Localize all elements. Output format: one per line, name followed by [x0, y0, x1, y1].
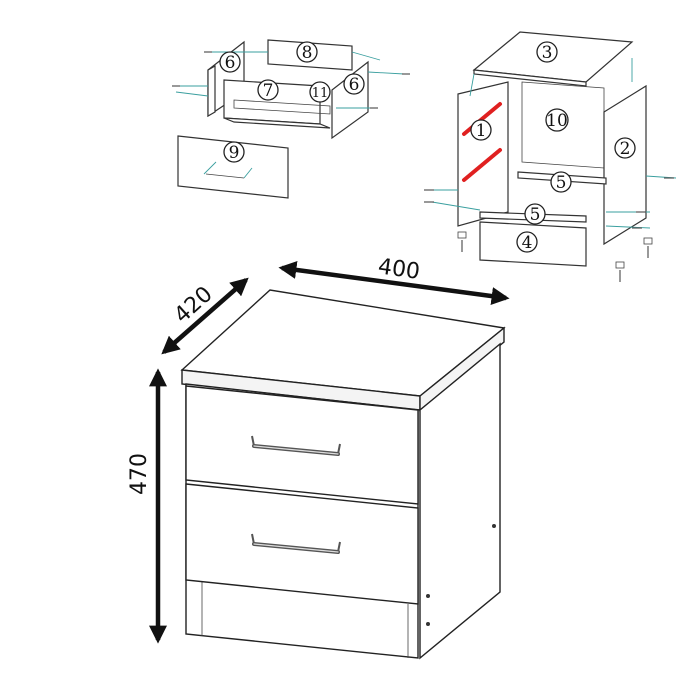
side-panel	[419, 342, 501, 660]
svg-text:4: 4	[522, 233, 533, 253]
part-callout: 6	[219, 51, 241, 73]
svg-text:3: 3	[542, 43, 553, 63]
foot-icon	[643, 237, 653, 245]
svg-text:5: 5	[530, 205, 541, 225]
part-callout: 9	[223, 141, 245, 163]
part-callout: 3	[536, 41, 558, 63]
part-callout: 8	[296, 41, 318, 63]
handle-icon	[251, 533, 341, 554]
part-callout: 7	[257, 79, 279, 101]
drawer-bottom	[233, 99, 331, 115]
width-arrow	[278, 260, 510, 306]
rail-left-lower	[462, 148, 502, 182]
rail-left-upper	[462, 102, 502, 136]
part-callout: 5	[524, 203, 546, 225]
height-label: 470	[127, 453, 152, 495]
depth-label: 420	[170, 282, 218, 329]
part-callout: 11	[309, 81, 331, 103]
part-callout: 5	[550, 171, 572, 193]
drawer-exploded-view	[172, 39, 410, 199]
foot-icon	[615, 261, 625, 269]
drawer-lower	[185, 483, 419, 605]
svg-text:1: 1	[476, 121, 487, 141]
svg-text:2: 2	[620, 139, 631, 159]
svg-text:6: 6	[349, 75, 360, 95]
part-callout: 6	[343, 73, 365, 95]
assembled-nightstand	[180, 289, 506, 660]
svg-text:10: 10	[546, 111, 568, 131]
side-panel-right	[603, 84, 647, 246]
part-callout: 1	[470, 119, 492, 141]
cabinet-exploded-view	[424, 31, 677, 282]
drawer-side-right	[331, 60, 369, 140]
drawer-upper	[185, 385, 419, 505]
handle-icon	[251, 435, 341, 456]
part-callout: 4	[516, 231, 538, 253]
top-right-edge	[419, 326, 505, 412]
svg-text:7: 7	[263, 81, 274, 101]
svg-text:6: 6	[225, 53, 236, 73]
svg-text:9: 9	[229, 143, 240, 163]
part-callout: 10	[545, 108, 569, 132]
part-callout: 2	[614, 137, 636, 159]
handle-icon	[205, 173, 245, 179]
side-panel-left	[457, 81, 509, 227]
drawer-front-panel	[177, 135, 289, 199]
svg-text:5: 5	[556, 173, 567, 193]
foot-icon	[457, 231, 467, 239]
svg-text:11: 11	[312, 86, 329, 101]
part-callouts: 1 2 3 4 5 5 6 6	[219, 41, 636, 253]
svg-text:8: 8	[302, 43, 313, 63]
width-label: 400	[376, 254, 421, 285]
depth-arrow	[161, 277, 249, 355]
